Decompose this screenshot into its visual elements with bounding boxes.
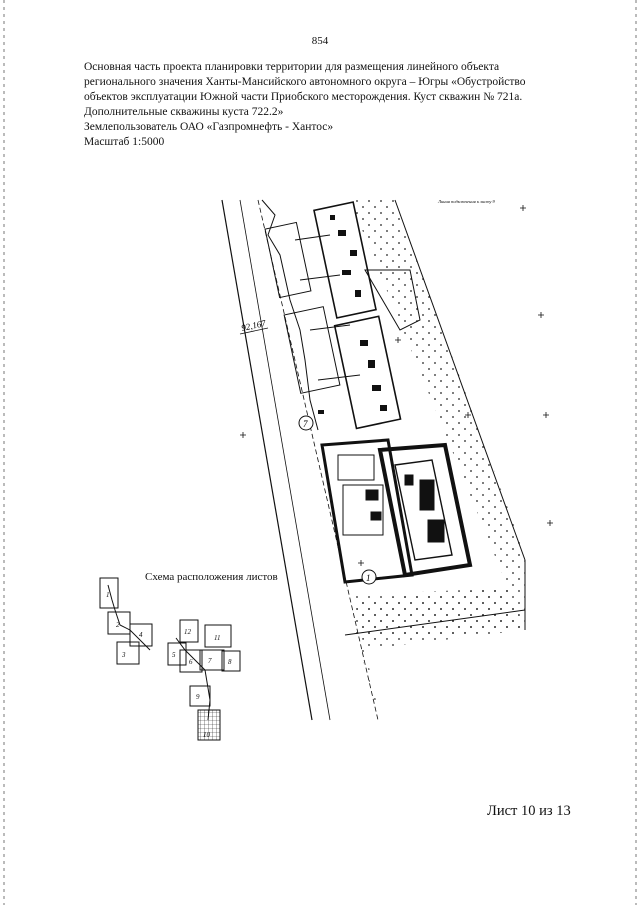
callout-1-label: 1	[366, 573, 371, 583]
allotment-boundary-bottom	[344, 609, 526, 636]
schema-sheet-2: 2	[116, 621, 120, 629]
schema-sheet-5: 5	[172, 651, 176, 659]
dotted-terrain-zone	[350, 200, 525, 640]
grid-cross-marks	[240, 205, 553, 566]
schema-sheet-12: 12	[184, 628, 192, 636]
schema-sheet-8: 8	[228, 658, 232, 666]
sheet-label: Лист 10 из 13	[487, 803, 571, 819]
pipework-dense-fill	[318, 215, 387, 414]
road-boundary-outer-left	[221, 199, 313, 721]
left-scan-edge	[3, 0, 5, 905]
schema-sheet-1: 1	[106, 591, 110, 599]
right-scan-edge	[635, 0, 637, 905]
header-line-3: объектов эксплуатации Южной части Приобс…	[84, 91, 523, 103]
road-boundary-inner-left	[239, 199, 331, 721]
dotted-terrain-lower	[355, 588, 525, 720]
header-line-2: регионального значения Ханты-Мансийского…	[84, 76, 526, 88]
top-note: Линия подключения к листу 9	[437, 199, 496, 204]
schema-sheet-10: 10	[203, 731, 211, 739]
schema-sheet-7: 7	[208, 657, 212, 665]
page-number: 854	[311, 35, 329, 47]
land-user: Землепользователь ОАО «Газпромнефть - Ха…	[84, 121, 334, 133]
callout-1-circle	[361, 569, 377, 585]
sheet-schema	[99, 577, 241, 741]
elevation-underline	[239, 327, 269, 335]
scale: Масштаб 1:5000	[84, 136, 165, 148]
allotment-boundary-right	[394, 199, 526, 561]
callout-7-circle	[298, 415, 314, 431]
document-header: Основная часть проекта планировки террит…	[84, 60, 564, 150]
sheet-schema-numbers: 1 2 3 4 5 6 7 8 9 10 11 12	[106, 591, 232, 739]
callout-7-label: 7	[303, 419, 308, 429]
header-line-1: Основная часть проекта планировки террит…	[84, 61, 500, 73]
header-line-4: Дополнительные скважины куста 722.2»	[84, 106, 284, 118]
schema-sheet-4: 4	[139, 631, 143, 639]
schema-sheet-9: 9	[196, 693, 200, 701]
schema-sheet-3: 3	[121, 651, 126, 659]
well-pad	[320, 438, 473, 584]
schema-title: Схема расположения листов	[145, 571, 278, 583]
schema-sheet-11: 11	[214, 634, 220, 642]
schema-sheet-6: 6	[189, 658, 193, 666]
pipework-upper	[261, 199, 421, 431]
